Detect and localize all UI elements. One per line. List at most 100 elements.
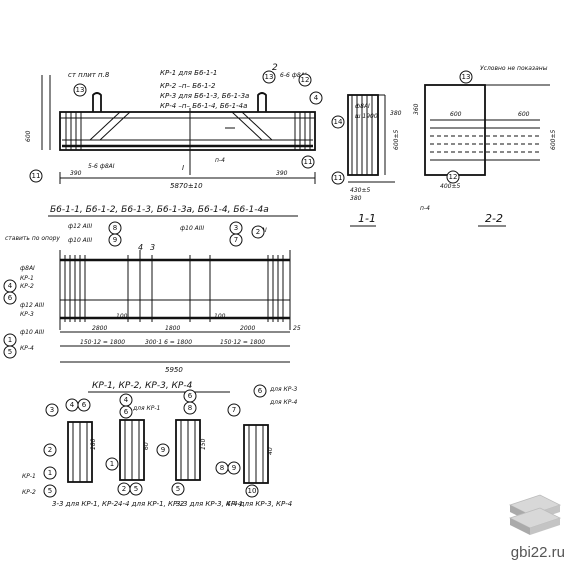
sec2-c: 400±5	[440, 183, 460, 190]
f2-caption: 4-4 для КР-1, КР-2	[118, 500, 185, 508]
sec1-d: 430±5	[350, 187, 370, 194]
svg-text:13: 13	[462, 73, 471, 81]
svg-text:1: 1	[8, 336, 12, 344]
dim-1800: 1800	[165, 325, 180, 332]
svg-text:2: 2	[122, 485, 126, 493]
m4-label: п-4	[215, 157, 225, 164]
svg-text:2: 2	[256, 228, 260, 236]
section-1-1: ф8АI ш 1900 380 600±5 430±5 380 1-1 14 1…	[331, 94, 402, 227]
f2-bubble-4: 4	[119, 393, 133, 407]
sec1-outline	[347, 94, 379, 176]
plan-view: 4 3 ставить по опору ф8АI КР-1 КР-2 ф12 …	[3, 221, 301, 374]
plan-kr1: КР-1	[20, 275, 34, 282]
svg-text:6: 6	[8, 294, 13, 302]
f2-d60: 60	[143, 442, 150, 450]
frame-section-3: 150 6 8 9 5 3-3 для КР-3, КР-4	[156, 389, 242, 508]
plan-bubble-8: 8	[108, 221, 122, 235]
f3-bubble-8: 8	[183, 401, 197, 415]
svg-text:12: 12	[449, 173, 458, 181]
bubble-13-sec2: 13	[459, 70, 473, 84]
dim-5870: 5870±10	[170, 182, 203, 190]
sec1-c: 380	[390, 110, 402, 117]
frame-section-1: 180 КР-1 КР-2 4 6 3 2 1 5 3-3 для КР-1, …	[22, 398, 119, 508]
dim-390-right: 390	[276, 170, 288, 177]
dim-s150b: 150·12 = 1800	[220, 339, 265, 346]
svg-text:4: 4	[8, 282, 13, 290]
svg-text:13: 13	[265, 73, 274, 81]
plan-bubble-6: 6	[3, 291, 17, 305]
f4-bubble-7: 7	[227, 403, 241, 417]
svg-text:7: 7	[234, 236, 238, 244]
svg-text:6: 6	[124, 408, 129, 416]
f2-dlya: для КР-1	[132, 405, 160, 412]
svg-text:11: 11	[334, 174, 343, 182]
svg-text:5: 5	[134, 485, 138, 493]
beam-outline	[59, 111, 316, 151]
plan-bubble-2: 2	[251, 225, 265, 239]
bubble-13-left: 13	[73, 83, 87, 97]
svg-text:1: 1	[48, 469, 52, 477]
section-2-2: Условно не показаны 600 600 400±5 600±5 …	[413, 65, 557, 227]
st-plit-label: ст плит п.8	[68, 71, 110, 79]
f3-d150: 150	[200, 438, 207, 450]
section-2-2-title: 2-2	[485, 212, 503, 225]
sec2-a: Условно не показаны	[480, 65, 548, 72]
svg-text:5: 5	[8, 348, 12, 356]
plan-phi8: ф8АI	[20, 265, 35, 272]
f4-d40: 40	[267, 447, 274, 455]
svg-text:7: 7	[232, 406, 236, 414]
svg-text:9: 9	[113, 236, 117, 244]
watermark-text: gbi22.ru	[510, 544, 565, 561]
plan-left-label: ставить по опору	[5, 235, 60, 242]
dim-s150a: 150·12 = 1800	[80, 339, 125, 346]
svg-text:5: 5	[176, 485, 180, 493]
sec1-f: 380	[350, 195, 362, 202]
f1-bubble-5: 5	[43, 484, 57, 498]
kr4-label: КР-4 –п– Б6-1-4, Б6-1-4а	[160, 102, 247, 110]
plan-bubble-4: 4	[3, 279, 17, 293]
bubble-13-right: 13	[262, 70, 276, 84]
plan-title: Б6-1-1, Б6-1-2, Б6-1-3, Б6-1-3а, Б6-1-4,…	[50, 205, 269, 215]
kr1-label: КР-1 для Б6-1-1	[160, 69, 217, 77]
dim-s300: 300·1 6 = 1800	[145, 339, 192, 346]
sec2-b2: 600	[518, 111, 530, 118]
frames-title: КР-1, КР-2, КР-3, КР-4	[92, 381, 193, 391]
f1-bubble-4: 4	[65, 398, 79, 412]
sec1-a: ф8АI	[355, 103, 370, 110]
beam-elevation: I 5870±10 390 390 600 ст плит п.8 КР-1 д…	[25, 63, 323, 190]
left-loop-2	[99, 111, 131, 141]
plan-bubble-9: 9	[108, 233, 122, 247]
svg-text:11: 11	[304, 158, 313, 166]
dim-100a: 100	[116, 313, 128, 320]
dim-25: 25	[293, 325, 301, 332]
sec2-e: 360	[413, 103, 420, 115]
dim-390-left: 390	[70, 170, 82, 177]
dim-2800: 2800	[92, 325, 107, 332]
f2-bubble-5: 5	[129, 482, 143, 496]
sec2-b: 600	[450, 111, 462, 118]
bubble-12: 12	[298, 73, 312, 87]
plan-bubble-5: 5	[3, 345, 17, 359]
left-hook	[92, 92, 102, 112]
section-3-mark: 3	[150, 243, 155, 252]
f4-dlya-kr3: для КР-3	[269, 386, 298, 393]
frame-section-2: 60 для КР-1 4 6 1 2 5 4-4 для КР-1, КР-2	[105, 393, 185, 508]
svg-text:3: 3	[234, 224, 238, 232]
bubble-4: 4	[309, 91, 323, 105]
bubble-11: 11	[29, 169, 43, 183]
f1-kr2: КР-2	[22, 489, 36, 496]
svg-text:6: 6	[82, 401, 87, 409]
f3-bubble-6: 6	[183, 389, 197, 403]
frame-section-4: 40 для КР-3 для КР-4 6 7 8 9 10 4-4 для …	[215, 384, 298, 508]
kr2-label: КР-2 –п– Б6-1-2	[160, 82, 216, 90]
f1-bubble-1: 1	[43, 466, 57, 480]
f2-bubble-2: 2	[117, 482, 131, 496]
plan-bubble-1: 1	[3, 333, 17, 347]
f4-bubble-9: 9	[227, 461, 241, 475]
right-loop-2	[241, 111, 273, 141]
section-1-1-title: 1-1	[358, 212, 376, 225]
svg-text:11: 11	[32, 172, 41, 180]
sec1-b: ш 1900	[355, 113, 378, 120]
bubble-11-right: 11	[301, 155, 315, 169]
